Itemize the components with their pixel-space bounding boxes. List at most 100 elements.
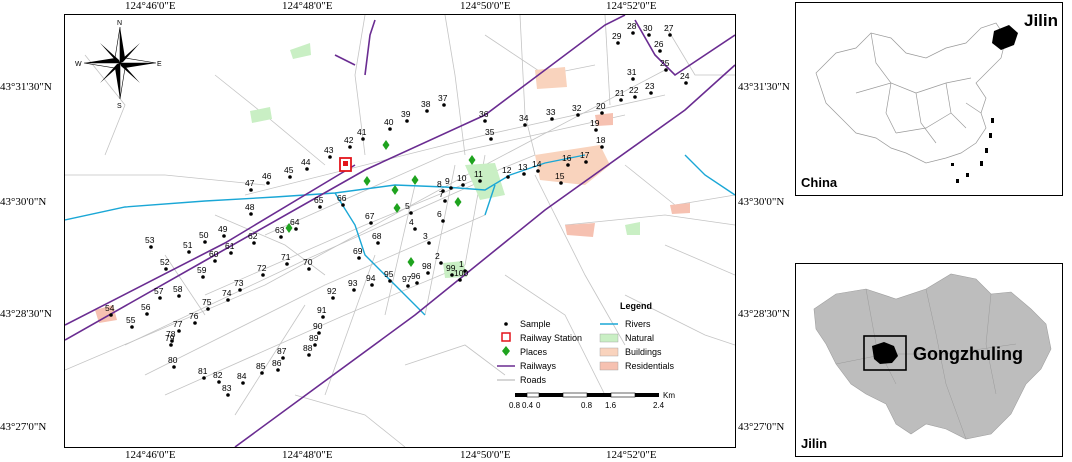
sample-point	[313, 343, 317, 347]
sample-point	[370, 283, 374, 287]
gongzhuling-box	[863, 335, 907, 371]
sample-label: 18	[596, 135, 606, 145]
sample-point	[318, 205, 322, 209]
sample-label: 48	[245, 202, 255, 212]
sample-point	[443, 199, 447, 203]
sample-point	[222, 234, 226, 238]
sample-label: 88	[303, 343, 313, 353]
sample-label: 55	[126, 315, 136, 325]
sample-point	[559, 181, 563, 185]
sample-point	[439, 261, 443, 265]
sample-label: 70	[303, 257, 313, 267]
sample-point	[427, 241, 431, 245]
sample-label: 58	[173, 284, 183, 294]
top-tick: 124°52'0"E	[606, 0, 657, 12]
place-marker-icon	[407, 257, 415, 267]
sample-label: 99	[446, 263, 456, 273]
compass-e: E	[157, 61, 162, 68]
sample-label: 27	[664, 23, 674, 33]
sample-label: 42	[344, 135, 354, 145]
sample-label: 78	[166, 329, 176, 339]
sample-point	[266, 181, 270, 185]
sample-point	[241, 381, 245, 385]
sample-label: 46	[262, 171, 272, 181]
sample-label: 66	[337, 193, 347, 203]
sample-label: 25	[660, 58, 670, 68]
china-inset: Jilin China	[795, 2, 1063, 196]
sample-label: 41	[357, 127, 367, 137]
sample-point	[550, 117, 554, 121]
sample-point	[206, 307, 210, 311]
sample-point	[229, 251, 233, 255]
sample-label: 98	[422, 261, 432, 271]
top-tick: 124°48'0"E	[282, 0, 333, 12]
sample-point	[341, 203, 345, 207]
legend-item-label: Buildings	[625, 347, 662, 357]
sample-label: 56	[141, 302, 151, 312]
sample-point	[458, 278, 462, 282]
sample-label: 43	[324, 145, 334, 155]
scale-unit: Km	[663, 391, 675, 400]
scale-label: 1.6	[605, 401, 617, 410]
sample-label: 91	[317, 305, 327, 315]
sample-point	[226, 298, 230, 302]
sample-point	[664, 68, 668, 72]
sample-point	[109, 313, 113, 317]
sample-point	[249, 212, 253, 216]
sample-label: 84	[237, 371, 247, 381]
sample-label: 8	[437, 179, 442, 189]
bottom-tick: 124°48'0"E	[282, 449, 333, 461]
sample-label: 5	[405, 201, 410, 211]
sample-label: 68	[372, 231, 382, 241]
bottom-tick: 124°50'0"E	[460, 449, 511, 461]
sample-point	[450, 273, 454, 277]
china-inset-country-label: China	[801, 175, 838, 190]
sample-point	[238, 288, 242, 292]
sample-point	[536, 169, 540, 173]
sample-point	[369, 221, 373, 225]
sample-point	[600, 111, 604, 115]
sample-point	[441, 219, 445, 223]
sample-label: 61	[225, 241, 235, 251]
compass-s: S	[117, 103, 122, 110]
railway-station-icon	[339, 157, 352, 172]
sample-point	[649, 91, 653, 95]
place-marker-icon	[454, 197, 462, 207]
sample-point	[130, 325, 134, 329]
legend-item-label: Residentials	[625, 361, 675, 371]
sample-label: 13	[518, 162, 528, 172]
sample-label: 65	[314, 195, 324, 205]
place-marker-icon	[391, 185, 399, 195]
sample-point	[331, 296, 335, 300]
scale-label: 2.4	[653, 401, 665, 410]
sample-point	[413, 227, 417, 231]
sample-point	[442, 103, 446, 107]
sample-point	[307, 267, 311, 271]
sample-label: 59	[197, 265, 207, 275]
railways	[65, 15, 735, 447]
sample-point	[376, 241, 380, 245]
china-inset-jilin-label: Jilin	[1023, 11, 1058, 31]
sample-label: 89	[309, 333, 319, 343]
sample-label: 31	[627, 67, 637, 77]
sample-point	[616, 41, 620, 45]
jilin-inset: Gongzhuling Jilin	[795, 263, 1063, 457]
sample-point	[169, 343, 173, 347]
sample-label: 51	[183, 240, 193, 250]
sample-point	[566, 163, 570, 167]
sample-label: 33	[546, 107, 556, 117]
sample-label: 10	[457, 173, 467, 183]
legend-item-label: Rivers	[625, 319, 651, 329]
sample-point	[441, 189, 445, 193]
compass-w: W	[75, 61, 82, 68]
sample-label: 1	[459, 259, 464, 269]
sample-point	[285, 262, 289, 266]
sample-label: 34	[519, 113, 529, 123]
sample-point	[149, 245, 153, 249]
sample-point	[619, 98, 623, 102]
sample-label: 64	[290, 217, 300, 227]
scale-label: 0.8	[509, 401, 521, 410]
sample-label: 4	[409, 217, 414, 227]
sample-point	[426, 271, 430, 275]
